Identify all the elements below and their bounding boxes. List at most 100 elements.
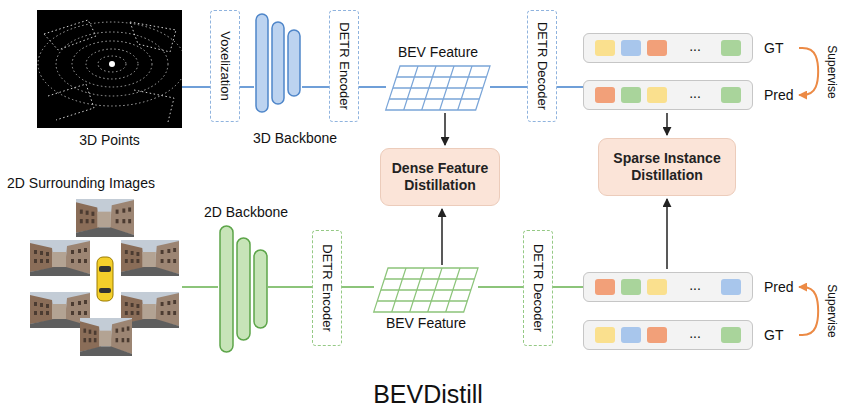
row-label: GT [764,40,783,56]
bev-grid [374,268,478,312]
point-cloud-image [37,10,182,128]
module-label: Voxelization [218,31,232,100]
backbone-layer [254,250,267,328]
car-window [99,288,111,293]
backbone-layer [272,22,284,104]
pipeline-line [553,286,583,288]
ellipsis-text: ... [689,38,701,54]
camera-image [30,240,90,276]
instance-square [621,279,641,295]
lidar-structure [48,84,94,120]
instance-square [595,87,615,103]
backbone-layer [220,226,233,352]
detr-encoder-box: DETR Encoder [312,230,342,346]
instance-square [595,279,615,295]
supervise-arrow [799,287,818,335]
distill-arrow [444,113,446,145]
backbone-layer [237,238,250,340]
module-label: DETR Encoder [337,22,351,109]
detr-decoder-box: DETR Decoder [523,230,553,346]
instance-square [721,40,741,56]
bev-feature-grid: BEV Feature [386,66,490,110]
pipeline-line [342,286,374,288]
car-window [99,266,111,272]
ellipsis-text: ... [689,277,701,293]
lidar-ring [98,56,126,72]
distill-arrow [666,199,668,269]
instance-square [595,40,615,56]
component-label: 3D Points [79,132,140,148]
backbone-2d: 2D Backbone [218,226,268,352]
pipeline-line [359,86,386,88]
instance-square [647,87,667,103]
pipeline-line [557,86,583,88]
module-label: DETR Encoder [320,244,334,331]
lidar-structure [134,90,174,122]
distillation-label: Dense Feature Distillation [389,160,491,195]
gt-instance-row: ...GT [583,320,753,350]
distillation-label: Sparse Instance Distillation [607,150,727,185]
backbone-layer [288,30,300,96]
point-cloud-input: 3D Points [37,10,182,128]
instance-square [621,87,641,103]
surrounding-images: 2D Surrounding Images [28,197,182,357]
pipeline-line [490,86,527,88]
detr-decoder-box: DETR Decoder [527,10,557,122]
backbone-3d-symbol [256,14,300,112]
instance-square [595,327,615,343]
pred-instance-row: ...Pred [583,80,753,110]
row-label: Pred [764,279,794,295]
supervise-arrow [799,48,818,95]
component-label: BEV Feature [386,315,466,331]
bev-feature-grid: BEV Feature [374,268,478,312]
bev-grid-lines [374,268,478,312]
gt-instance-row: ...GT [583,33,753,63]
pred-instance-row: ...Pred [583,272,753,302]
instance-square [721,87,741,103]
pipeline-line [182,286,218,288]
ellipsis-text: ... [689,85,701,101]
camera-image [76,199,134,237]
pipeline-line [240,86,254,88]
ellipsis-text: ... [689,325,701,341]
instance-square [721,279,741,295]
bev-grid-lines [386,66,490,110]
point-cloud-points [38,20,182,122]
edge-label: Supervise [825,45,839,98]
connectors [182,48,818,335]
camera-image [121,240,179,276]
distillation-box: Sparse Instance Distillation [598,138,736,196]
component-label: 2D Surrounding Images [7,175,155,191]
row-ground [583,320,753,350]
lidar-structure [130,22,176,52]
component-label: 3D Backbone [253,130,337,146]
pipeline-line [302,86,329,88]
component-label: 2D Backbone [204,204,288,220]
row-ground [583,33,753,63]
figure-caption: BEVDistill [0,380,856,409]
lidar-structure [44,20,96,50]
instance-square [721,327,741,343]
bev-grid [386,66,490,110]
row-ground [583,80,753,110]
lidar-sensor [109,61,115,67]
instance-rows [583,33,753,350]
instance-square [647,40,667,56]
ego-car [97,257,113,301]
row-label: GT [764,327,783,343]
pipeline-line [268,286,312,288]
pipeline-line [478,286,523,288]
backbone-layer [256,14,268,112]
lidar-ring [56,32,168,96]
lidar-ring [72,41,152,87]
pipeline-line [182,86,210,88]
distill-arrow [666,113,668,135]
lidar-ring [38,22,182,106]
distillation-box: Dense Feature Distillation [380,148,500,206]
instance-square [647,327,667,343]
detr-encoder-box: DETR Encoder [329,10,359,122]
module-label: DETR Decoder [535,22,549,110]
bev-grid-frame [374,268,478,312]
instance-square [621,327,641,343]
